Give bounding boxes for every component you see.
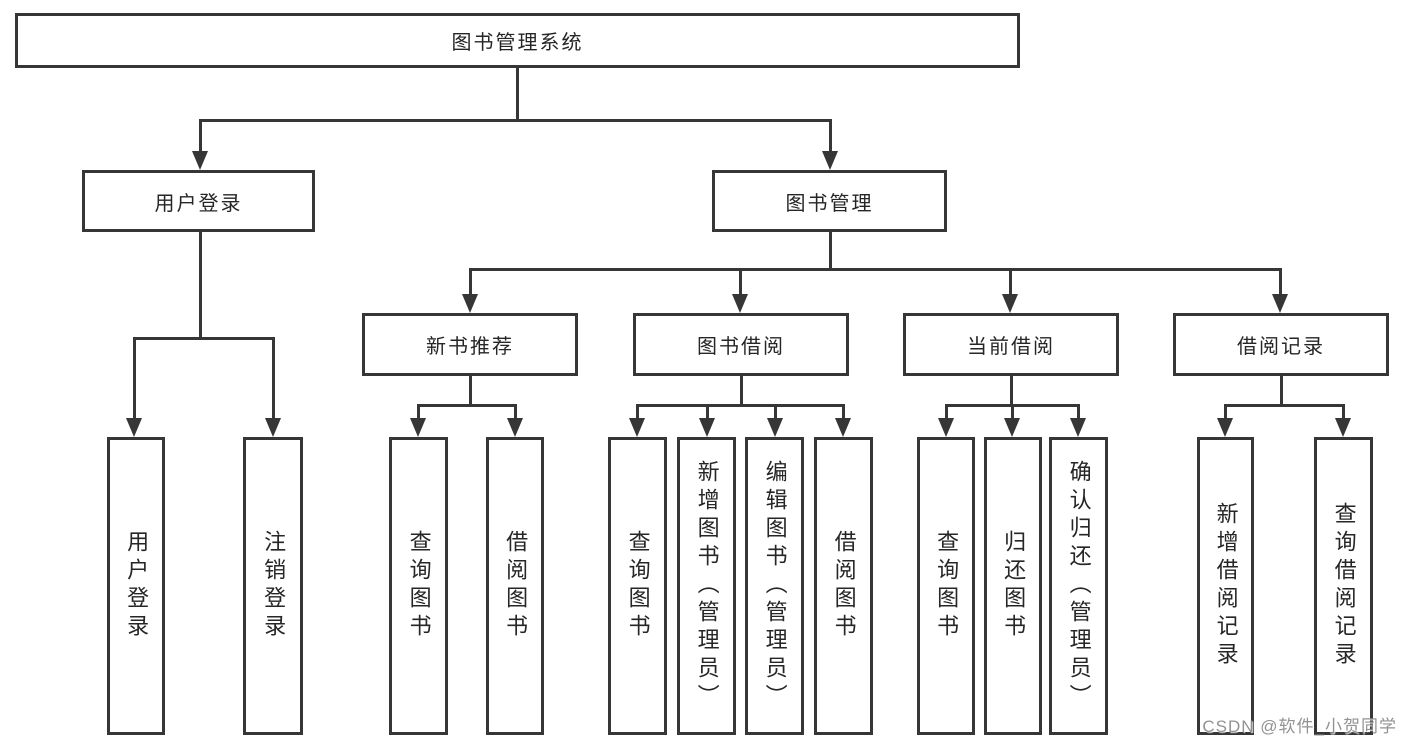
node-label: 图书管理	[785, 192, 874, 215]
leaf-label: 查询借阅记录	[1331, 502, 1357, 670]
leaf-label: 确认归还（管理员）	[1066, 460, 1092, 712]
connector-line	[842, 404, 845, 420]
node-book-borrowing: 图书借阅	[633, 313, 849, 376]
connector-line	[740, 376, 743, 406]
connector-line	[516, 68, 519, 120]
connector-line	[469, 376, 472, 406]
leaf-borrow-books-recommend: 借阅图书	[486, 437, 544, 735]
leaf-label: 新增图书（管理员）	[694, 460, 720, 712]
connector-line	[417, 404, 420, 420]
node-label: 图书借阅	[697, 336, 785, 358]
leaf-label: 归还图书	[1001, 530, 1027, 642]
node-borrow-records: 借阅记录	[1173, 313, 1389, 376]
connector-line	[739, 268, 742, 296]
leaf-borrow-books: 借阅图书	[814, 437, 873, 735]
connector-line	[636, 404, 639, 420]
node-label: 图书管理系统	[451, 32, 584, 54]
connector-line	[706, 404, 709, 420]
connector-line	[1224, 404, 1345, 407]
arrowhead-icon	[1217, 418, 1233, 437]
node-label: 借阅记录	[1237, 336, 1325, 358]
connector-line	[1279, 268, 1282, 296]
arrowhead-icon	[192, 151, 208, 170]
watermark: CSDN @软件_小贺同学	[1202, 717, 1397, 736]
connector-line	[829, 119, 832, 153]
leaf-confirm-return-admin: 确认归还（管理员）	[1049, 437, 1108, 735]
connector-line	[199, 232, 202, 338]
connector-line	[945, 404, 948, 420]
node-library-management-system: 图书管理系统	[15, 13, 1020, 68]
connector-line	[199, 119, 202, 153]
connector-line	[199, 119, 832, 122]
leaf-user-login: 用户登录	[107, 437, 165, 735]
connector-line	[1280, 376, 1283, 406]
arrowhead-icon	[835, 418, 851, 437]
connector-line	[417, 404, 517, 407]
leaf-add-books-admin: 新增图书（管理员）	[677, 437, 736, 735]
arrowhead-icon	[938, 418, 954, 437]
connector-line	[133, 337, 275, 340]
arrowhead-icon	[732, 294, 748, 313]
leaf-logout: 注销登录	[243, 437, 303, 735]
node-user-login: 用户登录	[82, 170, 315, 232]
node-label: 用户登录	[154, 192, 243, 215]
leaf-label: 查询图书	[406, 530, 432, 642]
arrowhead-icon	[1002, 294, 1018, 313]
connector-line	[469, 268, 1282, 271]
connector-line	[1011, 404, 1014, 420]
leaf-label: 用户登录	[124, 530, 150, 642]
arrowhead-icon	[1272, 294, 1288, 313]
arrowhead-icon	[1335, 418, 1351, 437]
connector-line	[1009, 268, 1012, 296]
connector-line	[1224, 404, 1227, 420]
leaf-label: 编辑图书（管理员）	[762, 460, 788, 712]
arrowhead-icon	[462, 294, 478, 313]
arrowhead-icon	[629, 418, 645, 437]
arrowhead-icon	[265, 418, 281, 437]
leaf-query-books-recommend: 查询图书	[389, 437, 448, 735]
connector-line	[514, 404, 517, 420]
leaf-label: 注销登录	[261, 530, 287, 642]
connector-line	[1010, 376, 1013, 406]
arrowhead-icon	[1004, 418, 1020, 437]
leaf-add-borrow-record: 新增借阅记录	[1197, 437, 1254, 735]
leaf-label: 查询图书	[625, 530, 651, 642]
connector-line	[272, 337, 275, 419]
connector-line	[1342, 404, 1345, 420]
arrowhead-icon	[1070, 418, 1086, 437]
arrowhead-icon	[410, 418, 426, 437]
leaf-label: 借阅图书	[503, 530, 529, 642]
node-label: 新书推荐	[426, 336, 514, 358]
arrowhead-icon	[822, 151, 838, 170]
leaf-label: 借阅图书	[831, 530, 857, 642]
node-book-management: 图书管理	[712, 170, 947, 232]
node-new-book-recommend: 新书推荐	[362, 313, 578, 376]
leaf-return-books: 归还图书	[984, 437, 1042, 735]
connector-line	[829, 232, 832, 270]
leaf-query-books-borrowing: 查询图书	[608, 437, 667, 735]
node-current-borrowing: 当前借阅	[903, 313, 1119, 376]
leaf-query-borrow-record: 查询借阅记录	[1314, 437, 1373, 735]
connector-line	[774, 404, 777, 420]
connector-line	[1077, 404, 1080, 420]
node-label: 当前借阅	[967, 336, 1055, 358]
arrowhead-icon	[126, 418, 142, 437]
connector-line	[469, 268, 472, 296]
leaf-query-books-current: 查询图书	[917, 437, 975, 735]
leaf-label: 新增借阅记录	[1213, 502, 1239, 670]
leaf-label: 查询图书	[934, 530, 960, 642]
arrowhead-icon	[767, 418, 783, 437]
arrowhead-icon	[507, 418, 523, 437]
arrowhead-icon	[699, 418, 715, 437]
connector-line	[133, 337, 136, 419]
leaf-edit-books-admin: 编辑图书（管理员）	[745, 437, 804, 735]
connector-line	[636, 404, 845, 407]
